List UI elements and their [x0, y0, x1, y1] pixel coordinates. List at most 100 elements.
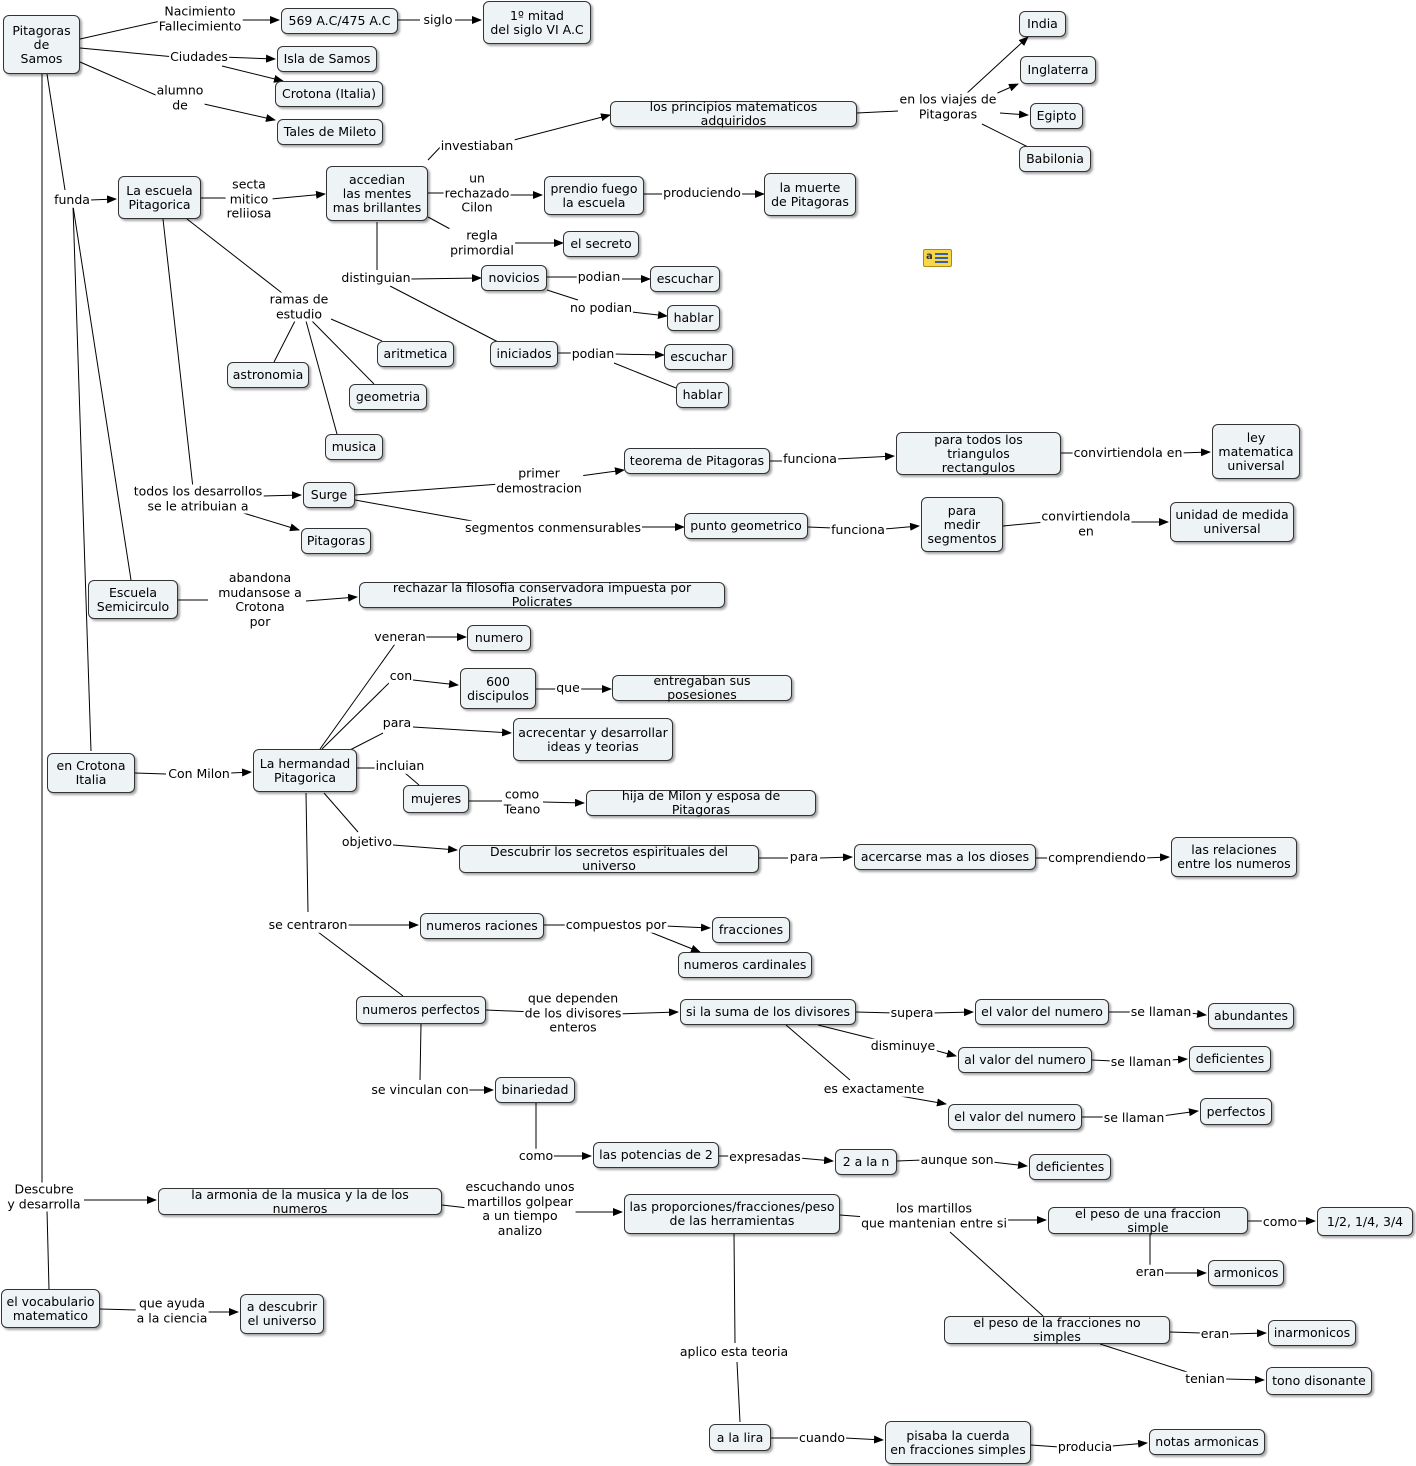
node-rechazar[interactable]: rechazar la filosofia conservadora impue… [359, 581, 725, 609]
node-lira[interactable]: a la lira [709, 1424, 771, 1451]
connector-line [412, 726, 512, 737]
note-icon[interactable]: a [923, 249, 952, 267]
node-principios[interactable]: los principios matematicos adquiridos [610, 100, 857, 128]
node-acrecentar[interactable]: acrecentar y desarrollar ideas y teorias [513, 718, 673, 761]
node-escuela[interactable]: La escuela Pitagorica [118, 176, 201, 219]
node-secreto[interactable]: el secreto [563, 231, 639, 257]
label-rechazado: un rechazado Cilon [443, 170, 511, 215]
node-notas[interactable]: notas armonicas [1149, 1429, 1265, 1455]
label-que: que [555, 679, 581, 696]
node-valor2[interactable]: al valor del numero [958, 1047, 1092, 1073]
node-escuchar2[interactable]: escuchar [664, 344, 733, 370]
node-accedian[interactable]: accedian las mentes mas brillantes [326, 166, 428, 221]
node-hija[interactable]: hija de Milon y esposa de Pitagoras [586, 789, 816, 817]
node-vocabulario[interactable]: el vocabulario matematico [1, 1289, 100, 1328]
connector-line [579, 467, 625, 477]
node-potencias[interactable]: las potencias de 2 [593, 1142, 719, 1168]
connector-line [319, 643, 396, 750]
node-perfectos[interactable]: perfectos [1200, 1098, 1272, 1125]
node-hermandad[interactable]: La hermandad Pitagorica [253, 749, 357, 792]
node-ley[interactable]: ley matematica universal [1212, 424, 1300, 479]
node-pitagoras2[interactable]: Pitagoras [301, 528, 371, 554]
node-abundantes[interactable]: abundantes [1208, 1003, 1294, 1029]
connector-line [392, 844, 458, 854]
label-producia: producia [1056, 1438, 1114, 1455]
node-peso-simple[interactable]: el peso de una fraccion simple [1048, 1206, 1248, 1234]
label-sellaman3: se llaman [1102, 1109, 1166, 1126]
node-relaciones[interactable]: las relaciones entre los numeros [1171, 837, 1297, 877]
label-regla: regla primordial [449, 227, 515, 258]
node-descubrir[interactable]: Descubrir los secretos espirituales del … [459, 845, 759, 873]
node-geometria[interactable]: geometria [349, 384, 427, 410]
node-perfectos-n[interactable]: numeros perfectos [356, 996, 486, 1024]
node-unidad[interactable]: unidad de medida universal [1170, 502, 1294, 542]
node-universo[interactable]: a descubrir el universo [240, 1294, 324, 1334]
node-valor3[interactable]: el valor del numero [948, 1104, 1082, 1130]
node-triangulos[interactable]: para todos los triangulos rectangulos [896, 432, 1061, 475]
node-ratios[interactable]: 1/2, 1/4, 3/4 [1317, 1207, 1413, 1236]
connector-line [785, 1024, 851, 1081]
node-acercarse[interactable]: acercarse mas a los dioses [854, 844, 1036, 870]
label-produciendo: produciendo [662, 184, 742, 201]
node-discipulos[interactable]: 600 discipulos [460, 668, 536, 709]
node-aritmetica[interactable]: aritmetica [377, 341, 454, 367]
node-proporciones[interactable]: las proporciones/fracciones/peso de las … [624, 1194, 840, 1234]
node-disonante[interactable]: tono disonante [1266, 1367, 1372, 1395]
node-deficientes2[interactable]: deficientes [1029, 1154, 1111, 1180]
node-crotona[interactable]: Crotona (Italia) [275, 81, 383, 107]
node-valor1[interactable]: el valor del numero [975, 999, 1109, 1025]
node-semicirculo[interactable]: Escuela Semicirculo [88, 580, 178, 619]
label-como1: como [517, 1147, 555, 1164]
node-teorema[interactable]: teorema de Pitagoras [624, 448, 770, 474]
label-para1: para [381, 714, 413, 731]
node-novicios[interactable]: novicios [481, 265, 547, 291]
node-cuerda[interactable]: pisaba la cuerda en fracciones simples [885, 1421, 1031, 1464]
node-tales[interactable]: Tales de Mileto [277, 119, 383, 145]
node-mujeres[interactable]: mujeres [403, 785, 469, 813]
connector-line [354, 483, 501, 496]
note-lines-icon [935, 253, 948, 263]
node-cardinales[interactable]: numeros cardinales [678, 952, 812, 978]
node-suma[interactable]: si la suma de los divisores [680, 999, 856, 1025]
node-inglaterra[interactable]: Inglaterra [1020, 56, 1096, 84]
node-encrotona[interactable]: en Crotona Italia [47, 753, 135, 793]
node-samos[interactable]: Isla de Samos [277, 46, 377, 72]
node-egipto[interactable]: Egipto [1030, 103, 1083, 129]
node-musica[interactable]: musica [325, 434, 383, 460]
node-mitad[interactable]: 1º mitad del siglo VI A.C [483, 1, 591, 44]
node-racionales[interactable]: numeros raciones [420, 913, 544, 939]
node-fecha[interactable]: 569 A.C/475 A.C [281, 8, 398, 34]
node-fracciones[interactable]: fracciones [712, 917, 790, 943]
node-astronomia[interactable]: astronomia [227, 362, 309, 388]
node-escuchar1[interactable]: escuchar [650, 266, 720, 292]
label-podian2: podian [570, 345, 616, 362]
node-peso-no[interactable]: el peso de la fracciones no simples [944, 1316, 1170, 1344]
connector-line [509, 113, 611, 142]
node-inarmonicos[interactable]: inarmonicos [1268, 1320, 1356, 1346]
node-fuego[interactable]: prendio fuego la escuela [544, 176, 644, 215]
node-armonicos[interactable]: armonicos [1208, 1260, 1284, 1286]
node-armonia[interactable]: la armonia de la musica y la de los nume… [158, 1187, 442, 1215]
connector-line [321, 680, 392, 750]
node-muerte[interactable]: la muerte de Pitagoras [764, 173, 856, 216]
label-para2: para [788, 848, 820, 865]
label-incluian: incluian [374, 757, 426, 774]
node-hablar2[interactable]: hablar [676, 382, 729, 408]
node-numero[interactable]: numero [467, 625, 531, 651]
node-india[interactable]: India [1019, 11, 1066, 37]
label-supera: supera [889, 1004, 935, 1021]
node-posesiones[interactable]: entregaban sus posesiones [612, 674, 792, 702]
node-pitagoras[interactable]: Pitagoras de Samos [3, 15, 80, 74]
node-deficientes1[interactable]: deficientes [1189, 1046, 1271, 1072]
connector-line [221, 65, 284, 83]
connector-line [1225, 1375, 1265, 1384]
node-dosn[interactable]: 2 a la n [835, 1149, 897, 1175]
node-binariedad[interactable]: binariedad [495, 1077, 575, 1103]
label-descubre: Descubre y desarrolla [6, 1181, 82, 1212]
node-babilonia[interactable]: Babilonia [1019, 146, 1091, 172]
node-punto[interactable]: punto geometrico [684, 513, 808, 539]
node-medir[interactable]: para medir segmentos [921, 497, 1003, 552]
node-iniciados[interactable]: iniciados [490, 341, 558, 367]
node-hablar1[interactable]: hablar [667, 305, 720, 331]
node-surge[interactable]: Surge [303, 482, 355, 508]
